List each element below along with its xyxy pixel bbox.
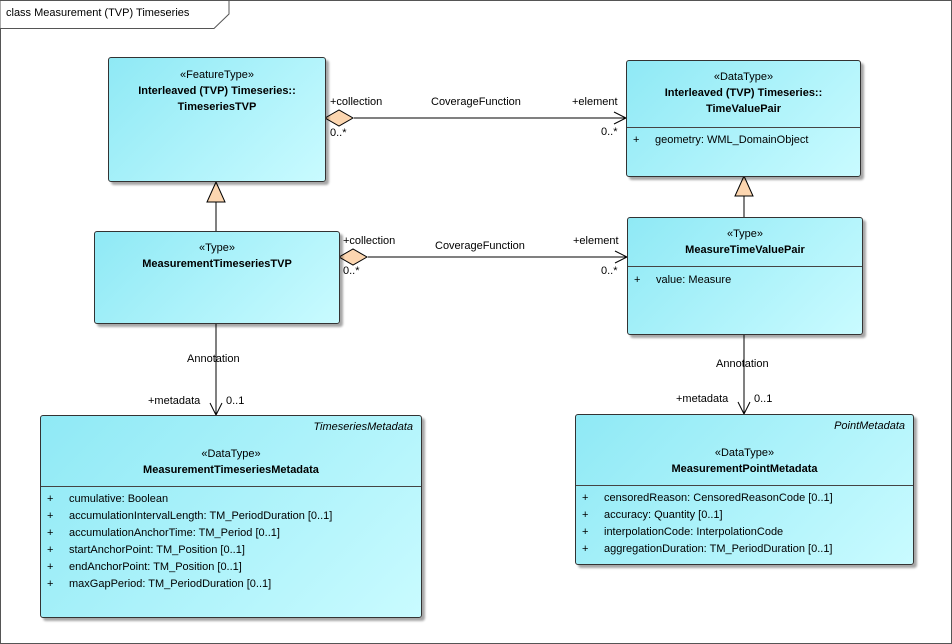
top-src-mult: 0..* (330, 127, 347, 139)
middle-dst-role: +element (573, 235, 619, 247)
right-annotation-mult: 0..1 (754, 393, 773, 405)
attribute-separator (41, 486, 421, 487)
left-annotation-mult: 0..1 (226, 395, 245, 407)
stereotype: «Type» (198, 242, 236, 254)
aggregation-middle-diamond (337, 248, 369, 266)
right-annotation-name: Annotation (716, 358, 769, 370)
class-timeseries-tvp[interactable]: «FeatureType» Interleaved (TVP) Timeseri… (108, 57, 326, 182)
attribute-row: +accuracy: Quantity [0..1] (582, 509, 723, 521)
class-measurement-timeseries-metadata[interactable]: TimeseriesMetadata «DataType» Measuremen… (40, 415, 422, 618)
class-measurement-timeseries-tvp[interactable]: «Type» MeasurementTimeseriesTVP (94, 231, 340, 324)
attribute-separator (628, 266, 862, 267)
class-name: Interleaved (TVP) Timeseries:: (138, 85, 296, 97)
stereotype: «DataType» (714, 447, 775, 459)
class-name: MeasurementTimeseriesTVP (142, 258, 292, 270)
middle-src-role: +collection (343, 235, 396, 247)
stereotype: «DataType» (201, 448, 261, 460)
attribute-row: +censoredReason: CensoredReasonCode [0..… (582, 492, 833, 504)
attribute-row: +value: Measure (634, 274, 732, 286)
attribute-row: +maxGapPeriod: TM_PeriodDuration [0..1] (47, 578, 272, 590)
class-tag: PointMetadata (834, 420, 905, 432)
left-annotation-role: +metadata (148, 395, 201, 407)
class-measurement-point-metadata[interactable]: PointMetadata «DataType» MeasurementPoin… (575, 414, 914, 565)
attribute-separator (576, 485, 913, 486)
generalization-right-arrow (734, 174, 754, 197)
middle-assoc-name: CoverageFunction (435, 240, 525, 252)
attribute-row: +startAnchorPoint: TM_Position [0..1] (47, 544, 245, 556)
class-name: TimeValuePair (705, 103, 781, 115)
top-src-role: +collection (330, 96, 383, 108)
generalization-left-arrow (206, 180, 226, 203)
attribute-row: +endAnchorPoint: TM_Position [0..1] (47, 561, 242, 573)
class-name: MeasurementPointMetadata (671, 463, 818, 475)
class-time-value-pair[interactable]: «DataType» Interleaved (TVP) Timeseries:… (626, 60, 861, 177)
class-tag: TimeseriesMetadata (313, 421, 413, 433)
stereotype: «Type» (726, 228, 764, 240)
middle-dst-mult: 0..* (601, 265, 618, 277)
diagram-title: class Measurement (TVP) Timeseries (6, 7, 190, 19)
class-measure-time-value-pair[interactable]: «Type» MeasureTimeValuePair +value: Meas… (627, 217, 863, 335)
attribute-row: +interpolationCode: InterpolationCode (582, 526, 784, 538)
attribute-row: +cumulative: Boolean (47, 493, 169, 505)
attribute-row: +accumulationAnchorTime: TM_Period [0..1… (47, 527, 280, 539)
class-name: Interleaved (TVP) Timeseries:: (664, 87, 823, 99)
right-annotation-role: +metadata (676, 393, 729, 405)
stereotype: «DataType» (713, 71, 774, 83)
class-name: TimeseriesTVP (177, 101, 257, 113)
top-dst-role: +element (572, 96, 618, 108)
left-annotation-name: Annotation (187, 353, 240, 365)
class-name: MeasurementTimeseriesMetadata (143, 464, 319, 476)
attribute-row: +geometry: WML_DomainObject (633, 134, 809, 146)
title-tab-outline (0, 0, 230, 29)
attribute-separator (627, 127, 860, 128)
stereotype: «FeatureType» (180, 69, 254, 81)
middle-src-mult: 0..* (343, 265, 360, 277)
attribute-row: +accumulationIntervalLength: TM_PeriodDu… (47, 510, 333, 522)
top-dst-mult: 0..* (601, 126, 618, 138)
attribute-row: +aggregationDuration: TM_PeriodDuration … (582, 543, 833, 555)
class-name: MeasureTimeValuePair (685, 244, 805, 256)
top-assoc-name: CoverageFunction (431, 96, 521, 108)
aggregation-top-diamond (323, 109, 355, 127)
